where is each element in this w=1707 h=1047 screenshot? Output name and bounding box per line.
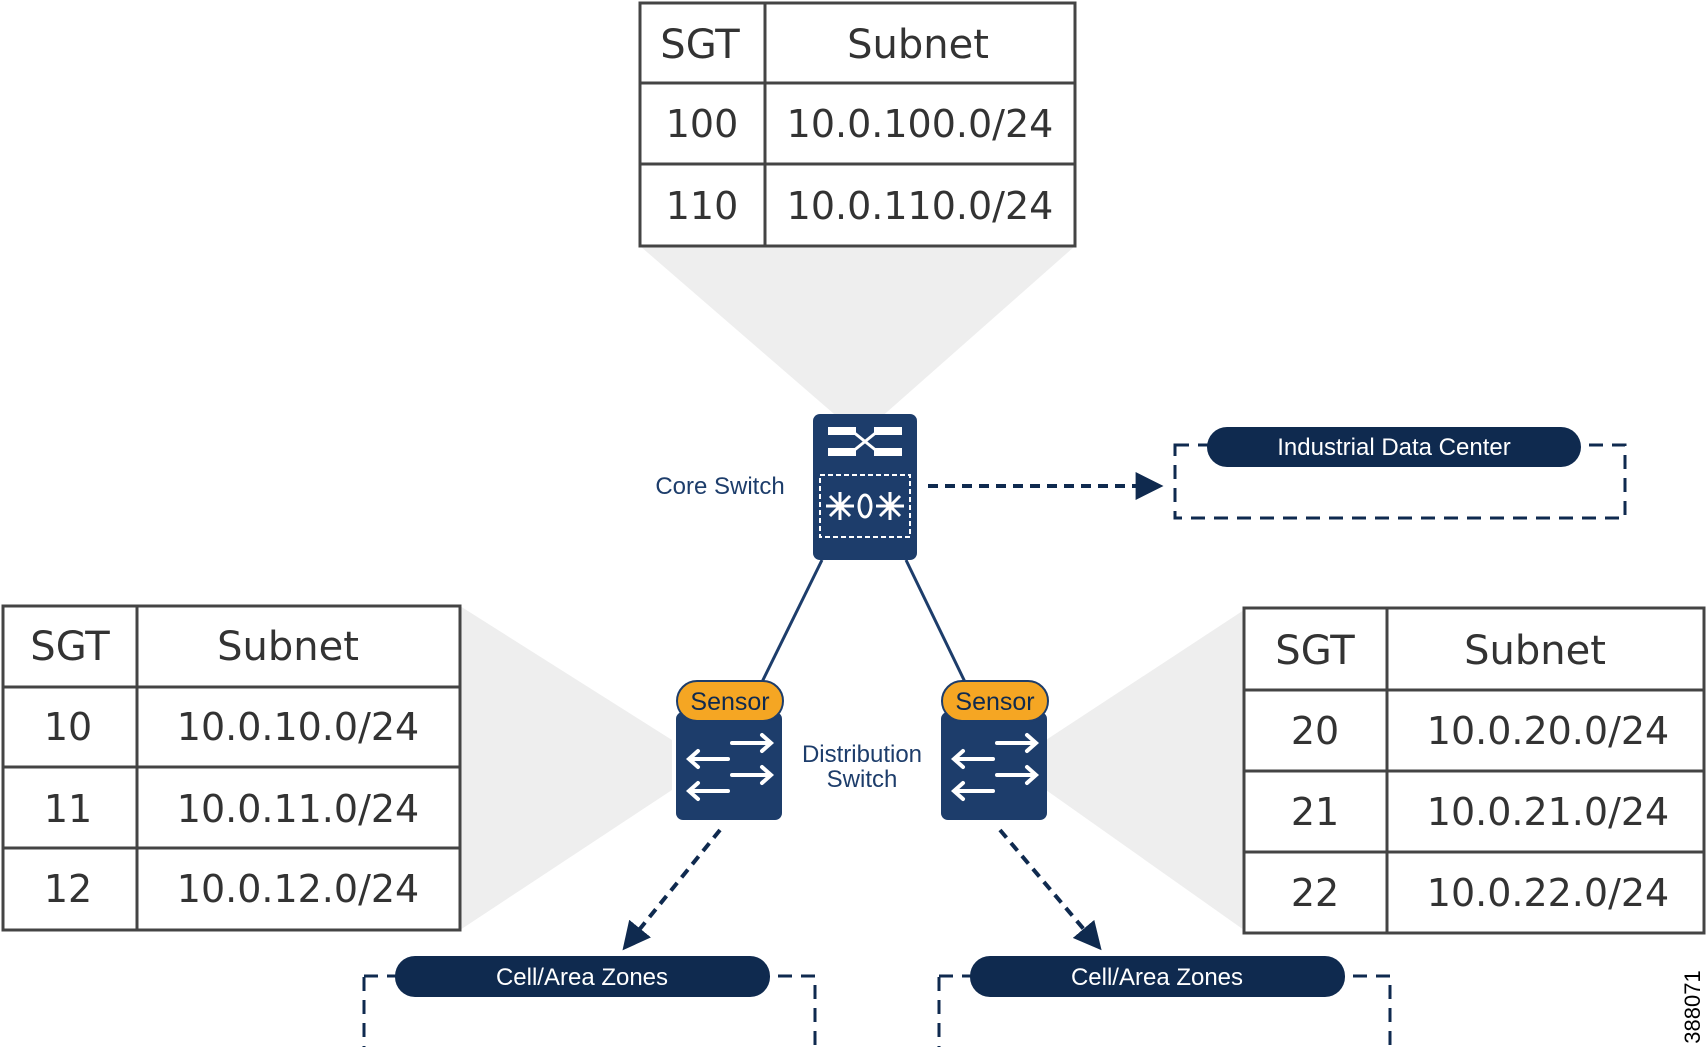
distribution-switch-icon[interactable] [941,712,1047,820]
table-cell-sgt: 100 [666,102,739,146]
left-table-projection [460,606,672,930]
table-cell-subnet: 10.0.100.0/24 [787,102,1054,146]
zone-label: Cell/Area Zones [496,964,668,991]
core-to-left-link [760,559,824,683]
zone-label: Industrial Data Center [1277,434,1510,461]
core-to-right-link [904,559,967,683]
table-header-subnet: Subnet [1464,628,1606,674]
sgt-table-top: SGT Subnet 100 10.0.100.0/24 110 10.0.11… [638,1,1077,248]
table-cell-subnet: 10.0.22.0/24 [1427,871,1669,915]
distribution-switch-icon[interactable] [676,712,782,820]
table-header-subnet: Subnet [847,22,989,68]
table-cell-subnet: 10.0.110.0/24 [787,184,1054,228]
table-cell-subnet: 10.0.20.0/24 [1427,709,1669,753]
table-cell-sgt: 10 [44,705,92,749]
zone-label: Cell/Area Zones [1071,964,1243,991]
sensor-label: Sensor [955,688,1034,716]
table-header-sgt: SGT [30,624,110,670]
table-cell-sgt: 21 [1291,790,1339,834]
table-cell-sgt: 110 [666,184,739,228]
distribution-switch-label: Switch [827,766,898,793]
table-cell-subnet: 10.0.12.0/24 [177,867,419,911]
table-cell-subnet: 10.0.21.0/24 [1427,790,1669,834]
sensor-label: Sensor [690,688,769,716]
sensor-badge-left: Sensor [676,680,784,722]
sgt-table-left: SGT Subnet 10 10.0.10.0/24 11 10.0.11.0/… [1,604,462,932]
sensor-badge-right: Sensor [941,680,1049,722]
table-cell-sgt: 22 [1291,871,1339,915]
sgt-table-right: SGT Subnet 20 10.0.20.0/24 21 10.0.21.0/… [1242,606,1706,935]
top-table-projection [640,246,1075,420]
table-cell-sgt: 20 [1291,709,1339,753]
table-cell-sgt: 11 [44,787,92,831]
zone-industrial-data-center[interactable]: Industrial Data Center [1173,427,1627,520]
table-header-subnet: Subnet [217,624,359,670]
zone-cell-area-right[interactable]: Cell/Area Zones [937,956,1392,1047]
core-switch-icon[interactable] [813,414,917,560]
table-cell-sgt: 12 [44,867,92,911]
core-switch-label: Core Switch [655,473,784,500]
left-to-cell-arrow [622,828,722,951]
table-cell-subnet: 10.0.10.0/24 [177,705,419,749]
zone-cell-area-left[interactable]: Cell/Area Zones [362,956,817,1047]
figure-id: 388071 [1680,970,1705,1043]
distribution-switch-label: Distribution [802,741,922,768]
table-cell-subnet: 10.0.11.0/24 [177,787,419,831]
right-to-cell-arrow [998,828,1102,951]
table-header-sgt: SGT [1275,628,1355,674]
right-table-projection [1046,610,1244,930]
table-header-sgt: SGT [660,22,740,68]
